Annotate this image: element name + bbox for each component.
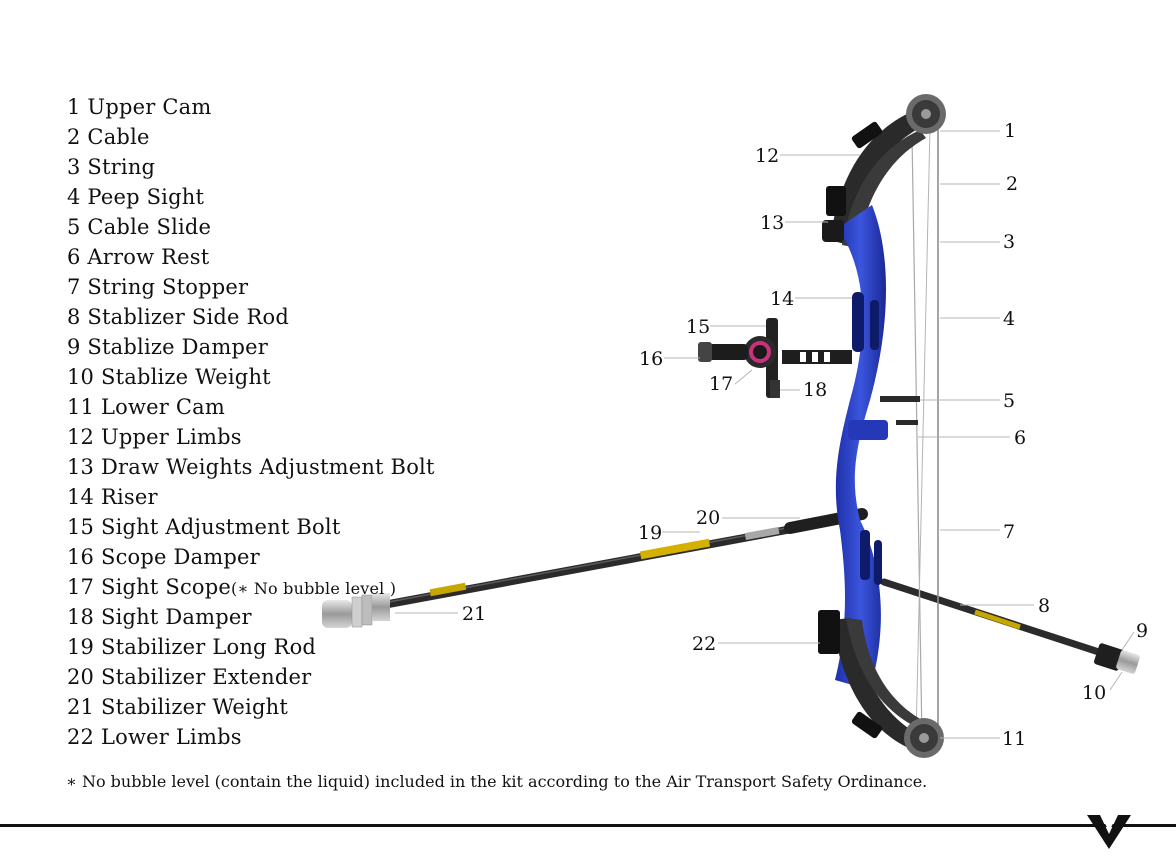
part-label: 18 Sight Damper	[67, 605, 252, 629]
arrow-rest	[880, 396, 920, 425]
callout-14: 14	[770, 288, 794, 310]
part-item-4: 4 Peep Sight	[67, 182, 435, 212]
part-label: 13 Draw Weights Adjustment Bolt	[67, 455, 435, 479]
callout-4: 4	[1003, 308, 1015, 330]
part-item-19: 19 Stabilizer Long Rod	[67, 632, 435, 662]
sight-assembly	[698, 318, 852, 398]
part-label: 16 Scope Damper	[67, 545, 260, 569]
lower-limbs	[818, 610, 926, 752]
callout-9: 9	[1136, 620, 1148, 642]
part-item-20: 20 Stabilizer Extender	[67, 662, 435, 692]
part-label: 14 Riser	[67, 485, 158, 509]
callout-15: 15	[686, 316, 710, 338]
part-label: 15 Sight Adjustment Bolt	[67, 515, 341, 539]
draw-weight-bolt	[822, 220, 844, 242]
part-label: 17 Sight Scope	[67, 575, 232, 599]
callout-16: 16	[639, 348, 663, 370]
part-item-11: 11 Lower Cam	[67, 392, 435, 422]
part-label: 20 Stabilizer Extender	[67, 665, 312, 689]
part-label: 2 Cable	[67, 125, 150, 149]
leader-lines	[395, 130, 1135, 739]
part-label: 19 Stabilizer Long Rod	[67, 635, 317, 659]
bow-strings	[911, 126, 939, 742]
riser	[835, 205, 888, 690]
callout-19: 19	[638, 522, 662, 544]
part-item-14: 14 Riser	[67, 482, 435, 512]
part-label: 9 Stablize Damper	[67, 335, 269, 359]
callout-11: 11	[1002, 728, 1026, 750]
part-item-2: 2 Cable	[67, 122, 435, 152]
part-label: 1 Upper Cam	[67, 95, 212, 119]
part-label: 7 String Stopper	[67, 275, 249, 299]
part-label: 6 Arrow Rest	[67, 245, 210, 269]
callout-17: 17	[709, 373, 733, 395]
part-item-9: 9 Stablize Damper	[67, 332, 435, 362]
part-item-7: 7 String Stopper	[67, 272, 435, 302]
callout-13: 13	[760, 212, 784, 234]
part-label: 3 String	[67, 155, 156, 179]
callout-21: 21	[462, 603, 486, 625]
callout-1: 1	[1004, 120, 1016, 142]
part-item-22: 22 Lower Limbs	[67, 722, 435, 752]
lower-cam	[904, 718, 944, 758]
part-item-8: 8 Stablizer Side Rod	[67, 302, 435, 332]
callout-10: 10	[1082, 682, 1106, 704]
stabilizer-weight	[322, 593, 390, 628]
part-label: 4 Peep Sight	[67, 185, 205, 209]
part-item-3: 3 String	[67, 152, 435, 182]
callout-20: 20	[696, 507, 720, 529]
part-label: 8 Stablizer Side Rod	[67, 305, 290, 329]
part-note: (∗ No bubble level )	[231, 579, 397, 598]
part-item-12: 12 Upper Limbs	[67, 422, 435, 452]
footnote: ∗ No bubble level (contain the liquid) i…	[66, 772, 928, 791]
part-label: 10 Stablize Weight	[67, 365, 271, 389]
callout-7: 7	[1003, 521, 1015, 543]
callout-5: 5	[1003, 390, 1015, 412]
callout-22: 22	[692, 633, 716, 655]
part-item-10: 10 Stablize Weight	[67, 362, 435, 392]
part-item-6: 6 Arrow Rest	[67, 242, 435, 272]
v-logo-icon	[1087, 815, 1131, 849]
part-item-15: 15 Sight Adjustment Bolt	[67, 512, 435, 542]
part-item-13: 13 Draw Weights Adjustment Bolt	[67, 452, 435, 482]
part-item-18: 18 Sight Damper	[67, 602, 435, 632]
callout-3: 3	[1003, 231, 1015, 253]
callout-18: 18	[803, 379, 827, 401]
callout-6: 6	[1014, 427, 1026, 449]
callout-12: 12	[755, 145, 779, 167]
part-item-21: 21 Stabilizer Weight	[67, 692, 435, 722]
part-item-17: 17 Sight Scope(∗ No bubble level )	[67, 572, 435, 602]
parts-list: 1 Upper Cam 2 Cable 3 String 4 Peep Sigh…	[67, 92, 435, 752]
callout-numbers: 1 2 3 4 5 6 7 8 9 10 11 12 13 14 15 16 1…	[462, 120, 1148, 750]
upper-cam	[906, 94, 946, 134]
callout-2: 2	[1006, 173, 1018, 195]
part-label: 11 Lower Cam	[67, 395, 226, 419]
part-label: 5 Cable Slide	[67, 215, 212, 239]
callout-8: 8	[1038, 595, 1050, 617]
part-label: 22 Lower Limbs	[67, 725, 242, 749]
part-item-1: 1 Upper Cam	[67, 92, 435, 122]
part-label: 21 Stabilizer Weight	[67, 695, 288, 719]
part-item-16: 16 Scope Damper	[67, 542, 435, 572]
part-label: 12 Upper Limbs	[67, 425, 242, 449]
side-rod	[880, 578, 1140, 674]
part-item-5: 5 Cable Slide	[67, 212, 435, 242]
bottom-divider	[0, 824, 1176, 827]
long-stabilizer	[374, 508, 868, 610]
